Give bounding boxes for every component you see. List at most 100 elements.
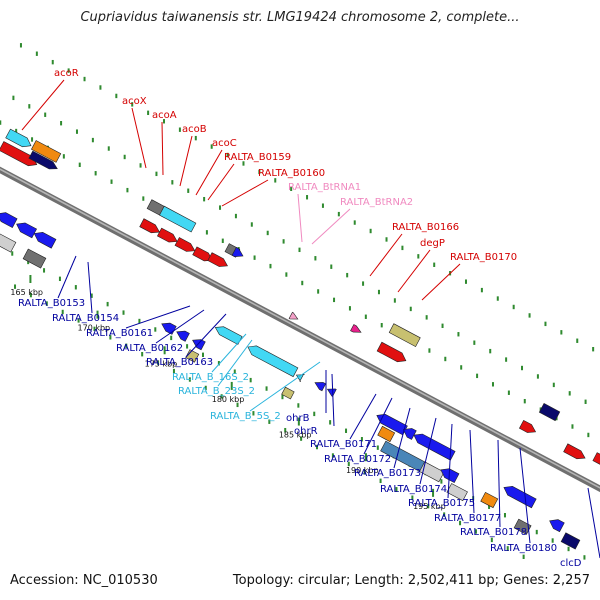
gene-label-reverse[interactable]: clcD (560, 558, 582, 569)
track-dot (505, 357, 508, 362)
track-dot (363, 470, 366, 475)
track-dot (91, 137, 94, 143)
gene-label-reverse[interactable]: RALTA_B_23S_2 (178, 386, 255, 397)
track-dot (496, 296, 499, 301)
gene-reverse[interactable] (185, 349, 200, 363)
gene-label-forward[interactable]: RALTA_B0170 (450, 252, 517, 263)
gene-reverse[interactable] (247, 345, 299, 378)
gene-forward[interactable] (538, 402, 561, 422)
gene-reverse[interactable] (326, 388, 337, 397)
track-dot (269, 263, 272, 269)
track-dot (313, 411, 316, 417)
gene-forward[interactable] (5, 128, 32, 148)
gene-reverse[interactable] (560, 532, 581, 550)
gene-label-forward[interactable]: acoX (122, 96, 147, 107)
gene-label-reverse[interactable]: RALTA_B0175 (408, 498, 475, 509)
gene-label-reverse[interactable]: RALTA_B0174 (380, 484, 447, 495)
gene-reverse[interactable] (161, 322, 177, 335)
gene-forward[interactable] (139, 218, 160, 234)
gene-forward[interactable] (350, 324, 362, 333)
gene-label-reverse[interactable]: ohrB (286, 413, 310, 424)
gene-label-reverse[interactable]: RALTA_B0163 (146, 357, 213, 368)
gene-reverse[interactable] (549, 519, 565, 533)
gene-forward[interactable] (592, 452, 600, 468)
gene-forward[interactable] (0, 141, 38, 167)
gene-label-forward[interactable]: RALTA_B0159 (224, 152, 291, 163)
track-dot (93, 326, 96, 332)
gene-reverse[interactable] (503, 485, 537, 509)
gene-label-reverse[interactable]: RALTA_B0161 (86, 328, 153, 339)
gene-reverse[interactable] (419, 461, 445, 483)
gene-reverse[interactable] (176, 330, 190, 342)
track-dot (488, 504, 491, 509)
track-dot (425, 315, 428, 320)
track-dot (535, 529, 538, 535)
leader-line (179, 135, 193, 187)
gene-label-reverse[interactable]: RALTA_B0153 (18, 298, 85, 309)
gene-label-reverse[interactable]: RALTA_B0171 (310, 439, 377, 450)
gene-reverse[interactable] (513, 518, 532, 535)
gene-label-forward[interactable]: acoR (54, 68, 79, 79)
gene-label-forward[interactable]: degP (420, 238, 445, 249)
leader-line (469, 429, 475, 514)
gene-label-reverse[interactable]: RALTA_B_16S_2 (172, 372, 249, 383)
gene-label-reverse[interactable]: RALTA_B_5S_2 (210, 411, 281, 422)
gene-label-reverse[interactable]: RALTA_B0178 (460, 527, 527, 538)
gene-reverse[interactable] (440, 468, 460, 484)
gene-reverse[interactable] (281, 386, 295, 400)
gene-forward[interactable] (231, 246, 244, 258)
gene-forward[interactable] (376, 341, 407, 363)
gene-reverse[interactable] (314, 382, 327, 392)
gene-reverse[interactable] (377, 425, 396, 443)
track-dot (242, 161, 245, 166)
gene-forward[interactable] (518, 419, 537, 433)
gene-reverse[interactable] (295, 373, 305, 383)
leader-line (369, 233, 403, 277)
gene-forward[interactable] (159, 205, 197, 233)
gene-forward[interactable] (30, 140, 62, 163)
track-dot (27, 259, 30, 265)
gene-label-reverse[interactable]: RALTA_B0177 (434, 513, 501, 524)
gene-label-forward[interactable]: RALTA_B0160 (258, 168, 325, 179)
gene-reverse[interactable] (16, 222, 38, 239)
track-dot (503, 512, 506, 518)
gene-reverse[interactable] (480, 491, 499, 509)
gene-forward[interactable] (156, 227, 178, 243)
track-dot (11, 251, 14, 256)
gene-reverse[interactable] (214, 326, 243, 345)
gene-label-reverse[interactable]: RALTA_B0180 (490, 543, 557, 554)
gene-label-forward[interactable]: acoC (212, 138, 237, 149)
gene-forward[interactable] (563, 443, 586, 460)
track-dot (290, 186, 293, 191)
track-dot (464, 279, 467, 284)
gene-reverse[interactable] (0, 212, 18, 229)
gene-label-forward[interactable]: acoA (152, 110, 177, 121)
gene-reverse[interactable] (33, 231, 57, 249)
track-dot (523, 398, 526, 404)
gene-reverse[interactable] (402, 428, 417, 440)
gene-label-reverse[interactable]: RALTA_B0172 (324, 454, 391, 465)
leader-line (331, 373, 335, 427)
gene-label-forward[interactable]: RALTA_BtRNA2 (340, 197, 413, 208)
gene-reverse[interactable] (0, 233, 17, 253)
gene-forward[interactable] (207, 252, 228, 267)
gene-forward[interactable] (28, 150, 58, 170)
gene-label-forward[interactable]: RALTA_BtRNA1 (288, 182, 361, 193)
gene-label-reverse[interactable]: RALTA_B0154 (52, 313, 119, 324)
gene-reverse[interactable] (22, 248, 47, 269)
gene-label-forward[interactable]: RALTA_B0166 (392, 222, 459, 233)
gene-label-reverse[interactable]: RALTA_B0162 (116, 343, 183, 354)
track-dot (362, 281, 365, 286)
gene-forward[interactable] (288, 311, 299, 320)
leader-line (349, 393, 377, 440)
gene-label-reverse[interactable]: RALTA_B0173 (354, 468, 421, 479)
track-dot (298, 247, 301, 253)
track-dot (337, 211, 340, 217)
gene-reverse[interactable] (413, 433, 456, 461)
gene-label-reverse[interactable]: ohrR (294, 426, 318, 437)
gene-forward[interactable] (174, 237, 196, 252)
gene-forward[interactable] (388, 323, 421, 348)
track-dot (31, 137, 34, 142)
gene-label-forward[interactable]: acoB (182, 124, 207, 135)
